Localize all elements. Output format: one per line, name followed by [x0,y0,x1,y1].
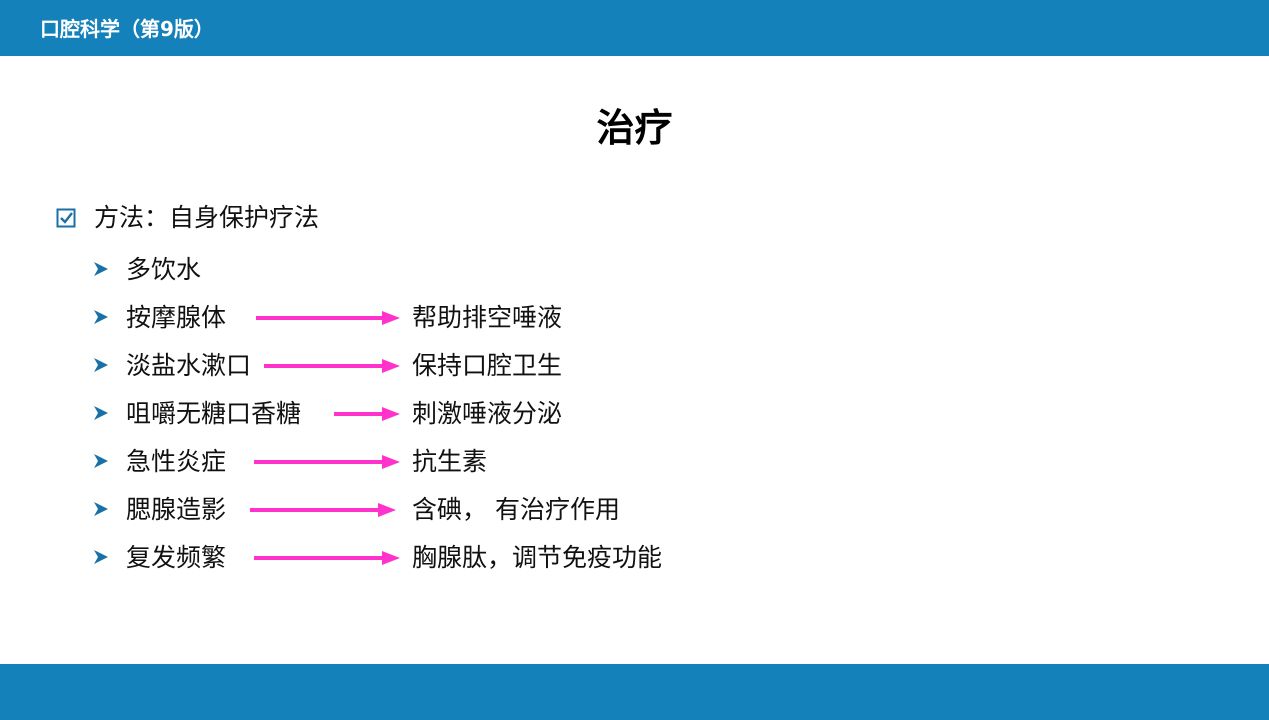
arrow-right-icon [254,551,400,565]
list-item: 多饮水 [92,250,792,298]
list-item: 复发频繁 胸腺肽，调节免疫功能 [92,538,792,586]
item-right-text: 保持口腔卫生 [412,351,563,380]
arrowhead-bullet-icon [94,262,108,276]
item-left-text: 淡盐水漱口 [126,351,252,380]
item-right-text: 胸腺肽，调节免疫功能 [412,543,663,572]
arrowhead-bullet-icon [94,358,108,372]
slide-title: 治疗 [596,106,673,150]
item-left-text: 急性炎症 [126,447,227,476]
item-right-text: 含碘， 有治疗作用 [412,495,620,524]
main-bullet-item: 方法：自身保护疗法 [56,200,319,236]
list-item: 淡盐水漱口 保持口腔卫生 [92,346,792,394]
arrowhead-bullet-icon [94,502,108,516]
arrow-right-icon [264,359,400,373]
main-bullet-text: 方法：自身保护疗法 [94,203,320,232]
list-item: 腮腺造影 含碘， 有治疗作用 [92,490,792,538]
item-left-text: 腮腺造影 [126,495,227,524]
arrow-right-icon [256,311,400,325]
treatment-list: 多饮水 按摩腺体 帮助排空唾液 淡盐水漱口 保持口腔卫生 咀嚼无糖口香糖 [92,250,792,586]
arrow-right-icon [254,455,400,469]
item-left-text: 多饮水 [126,255,202,284]
arrowhead-bullet-icon [94,550,108,564]
header-bar: 口腔科学（第9版） [0,0,1269,56]
list-item: 咀嚼无糖口香糖 刺激唾液分泌 [92,394,792,442]
item-left-text: 咀嚼无糖口香糖 [126,399,302,428]
header-title: 口腔科学（第9版） [40,17,214,41]
arrow-right-icon [334,407,400,421]
item-right-text: 抗生素 [412,447,488,476]
list-item: 急性炎症 抗生素 [92,442,792,490]
item-left-text: 复发频繁 [126,543,227,572]
item-right-text: 帮助排空唾液 [412,303,563,332]
item-right-text: 刺激唾液分泌 [412,399,563,428]
arrowhead-bullet-icon [94,310,108,324]
arrow-right-icon [250,503,396,517]
arrowhead-bullet-icon [94,454,108,468]
arrowhead-bullet-icon [94,406,108,420]
checkbox-icon [56,208,76,228]
list-item: 按摩腺体 帮助排空唾液 [92,298,792,346]
item-left-text: 按摩腺体 [126,303,227,332]
footer-bar [0,664,1269,720]
